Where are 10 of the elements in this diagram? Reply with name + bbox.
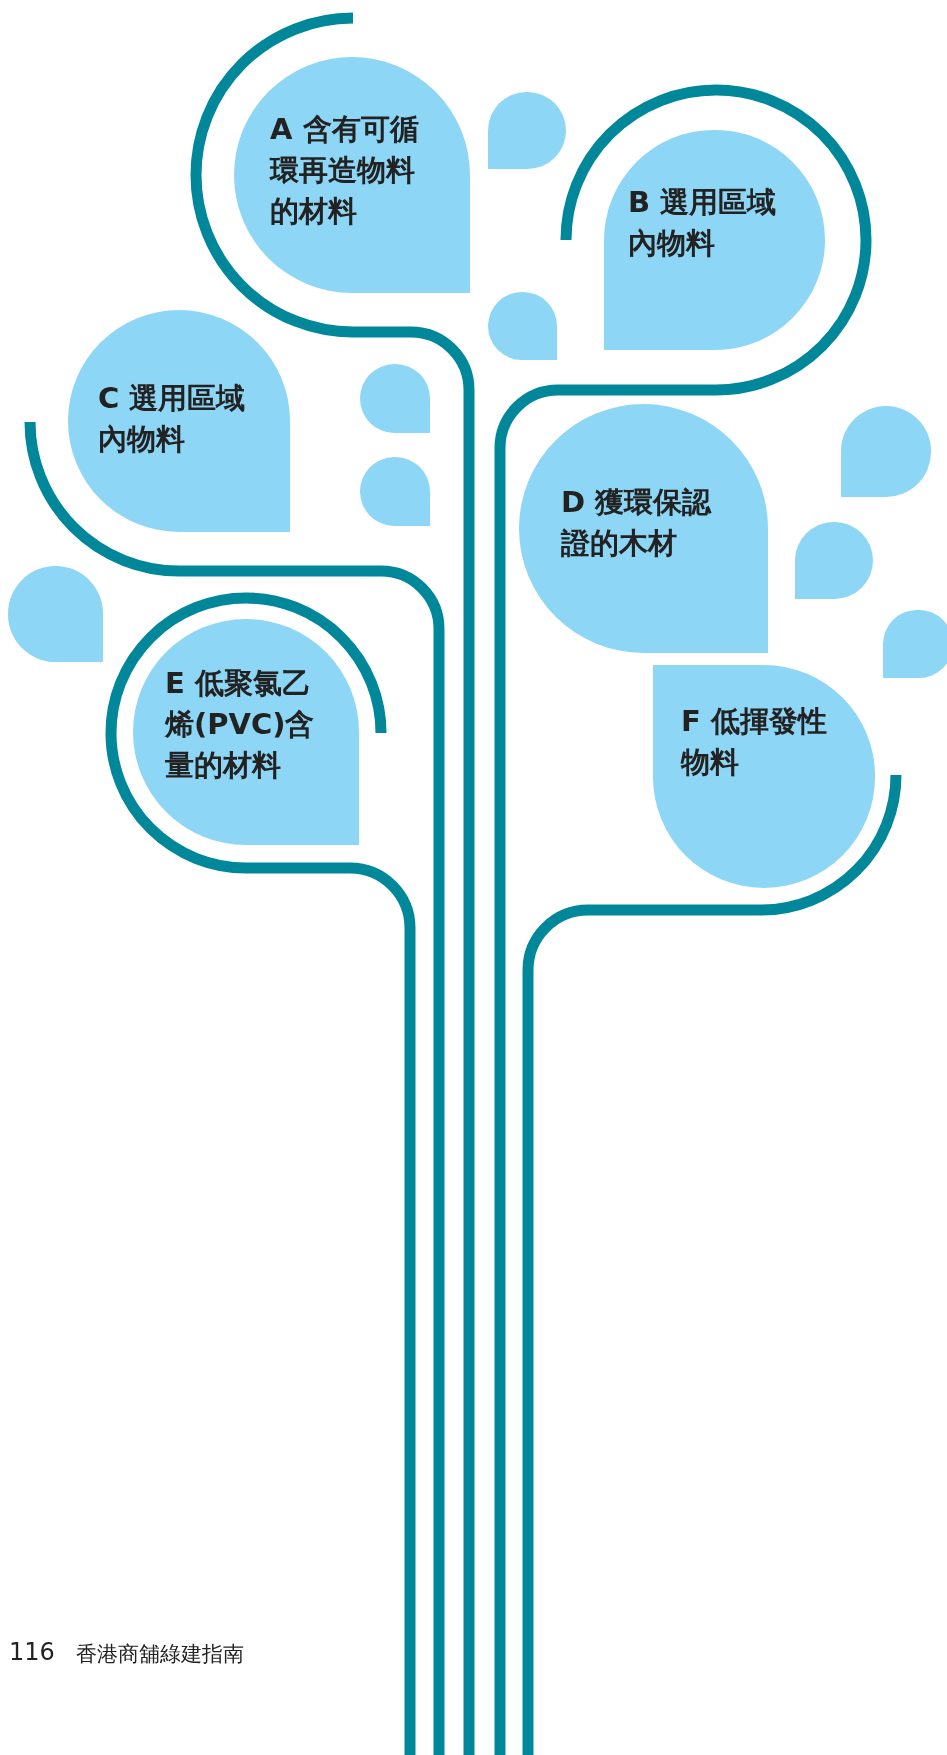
category-label: B 選用區域內物料 [628,184,778,263]
page-number: 116 [9,1638,55,1666]
category-label: F 低揮發性物料 [681,703,828,782]
teardrop-card [133,619,359,845]
teardrop-shape [883,610,947,678]
category-label: D 獲環保認證的木材 [561,484,713,563]
category-label: E 低聚氯乙烯(PVC)含量的材料 [165,665,316,785]
category-label: C 選用區域內物料 [98,380,247,459]
category-label: A 含有可循環再造物料的材料 [270,111,420,231]
book-title: 香港商舖綠建指南 [76,1641,244,1668]
